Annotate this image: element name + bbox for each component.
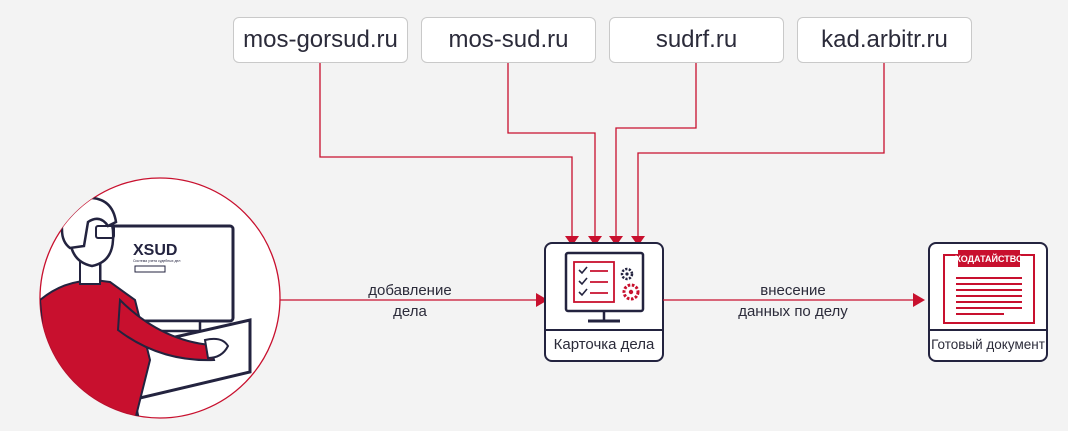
- xsud-tagline: Система учета судебных дел: [133, 259, 180, 263]
- flow-label-enter-line1: внесение: [760, 282, 826, 299]
- ready-document-node: ХОДАТАЙСТВО: [928, 242, 1048, 362]
- flow-label-enter-data: внесение данных по делу: [718, 280, 868, 322]
- flow-label-add-line2: дела: [393, 303, 427, 320]
- arrow-heads-down: [565, 236, 645, 246]
- flow-label-add-case: добавление дела: [340, 280, 480, 322]
- document-icon: [943, 250, 1035, 324]
- case-card-label: Карточка дела: [553, 336, 655, 353]
- arrow-add-case: [280, 293, 548, 307]
- source-sudrf: sudrf.ru: [609, 17, 784, 63]
- source-kad-arbitr: kad.arbitr.ru: [797, 17, 972, 63]
- case-card-node: [544, 242, 664, 362]
- flow-label-enter-line2: данных по делу: [738, 303, 848, 320]
- monitor-checklist-icon: [564, 251, 645, 323]
- ready-document-label: Готовый документ: [931, 337, 1045, 352]
- document-heading: ХОДАТАЙСТВО: [955, 253, 1023, 264]
- xsud-logo: XSUD: [133, 242, 177, 259]
- arrow-enter-data: [663, 293, 925, 307]
- source-mos-sud: mos-sud.ru: [421, 17, 596, 63]
- source-connectors: [319, 63, 885, 238]
- flow-label-add-line1: добавление: [368, 282, 452, 299]
- source-mos-gorsud: mos-gorsud.ru: [233, 17, 408, 63]
- user-illustration-icon: [39, 177, 281, 419]
